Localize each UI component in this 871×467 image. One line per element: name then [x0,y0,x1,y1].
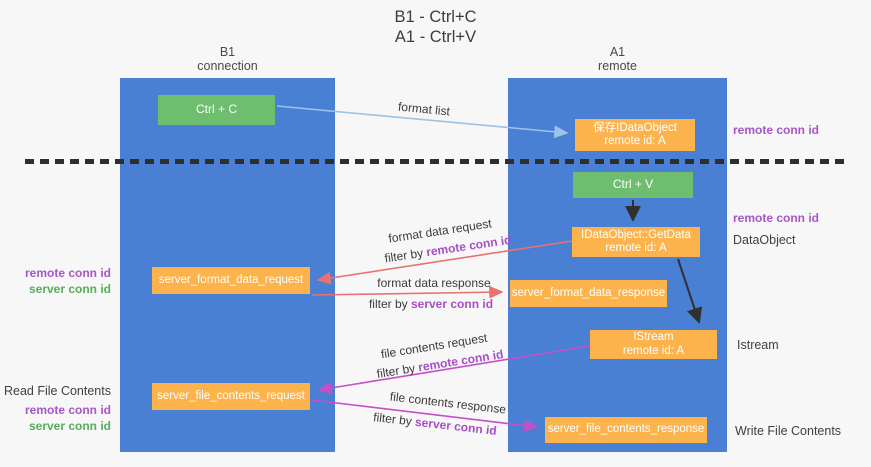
save-idataobject-box: 保存IDataObject remote id: A [575,119,695,151]
title-line-2: A1 - Ctrl+V [394,28,477,46]
lifeline-b1-role: connection [197,59,258,73]
istream-line1: IStream [633,331,674,343]
filter-key-server-conn-id: server conn id [410,297,494,311]
title-line-1: B1 - Ctrl+C [394,8,477,26]
filter-by-prefix: filter by [375,360,420,381]
lifeline-b1-name: B1 [219,45,236,59]
server-file-contents-request-label: server_file_contents_request [157,389,305,402]
getdata-box: IDataObject::GetData remote id: A [572,227,700,257]
istream-box: IStream remote id: A [590,330,717,359]
annotation-read-file-contents: Read File Contents [3,384,111,398]
file-contents-response-filter-label: filter by server conn id [373,410,498,438]
lifeline-header-b1: B1 connection [120,45,335,73]
server-format-data-response-label: server_format_data_response [511,286,666,299]
lifeline-header-a1: A1 remote [508,45,727,73]
format-data-response-label: format data response [377,276,491,290]
arrow-format-data-response [311,285,504,299]
lifeline-a1-name: A1 [609,45,626,59]
format-list-label: format list [397,99,451,119]
annotation-remote-conn-id-mid: remote conn id [733,211,820,225]
format-data-response-filter-label: filter by server conn id [369,297,493,311]
server-format-data-request-label: server_format_data_request [158,273,304,286]
ctrl-v-label: Ctrl + V [612,177,654,192]
lifeline-a1-role: remote [598,59,637,73]
ctrl-c-action-box: Ctrl + C [158,95,275,125]
filter-by-prefix: filter by [372,410,416,429]
annotation-write-file-contents: Write File Contents [735,424,842,438]
server-file-contents-request-box: server_file_contents_request [152,383,310,410]
filter-by-prefix: filter by [368,297,411,311]
annotation-left-server-conn-id-2: server conn id [28,419,111,433]
server-file-contents-response-box: server_file_contents_response [545,417,707,443]
diagram-title: B1 - Ctrl+C A1 - Ctrl+V [0,7,871,47]
server-file-contents-response-label: server_file_contents_response [547,423,705,436]
ctrl-v-action-box: Ctrl + V [573,172,693,198]
file-contents-response-label: file contents response [389,389,507,417]
istream-line2: remote id: A [622,344,685,357]
annotation-istream: Istream [737,338,779,352]
annotation-dataobject: DataObject [733,233,796,247]
ctrl-c-label: Ctrl + C [195,102,237,117]
annotation-left-remote-conn-id-1: remote conn id [24,266,111,280]
server-format-data-request-box: server_format_data_request [152,267,310,294]
annotation-left-server-conn-id-1: server conn id [28,282,111,296]
getdata-line1: IDataObject::GetData [581,228,691,241]
annotation-remote-conn-id-top: remote conn id [733,123,820,137]
filter-key-server-conn-id: server conn id [414,414,498,438]
phase-divider-dashed-line [25,159,845,164]
filter-by-prefix: filter by [383,245,428,266]
server-format-data-response-box: server_format_data_response [510,280,667,307]
save-idataobject-line1: 保存IDataObject [593,121,677,134]
annotation-left-remote-conn-id-2: remote conn id [24,403,111,417]
getdata-line2: remote id: A [605,242,667,254]
save-idataobject-line2: remote id: A [604,135,666,147]
